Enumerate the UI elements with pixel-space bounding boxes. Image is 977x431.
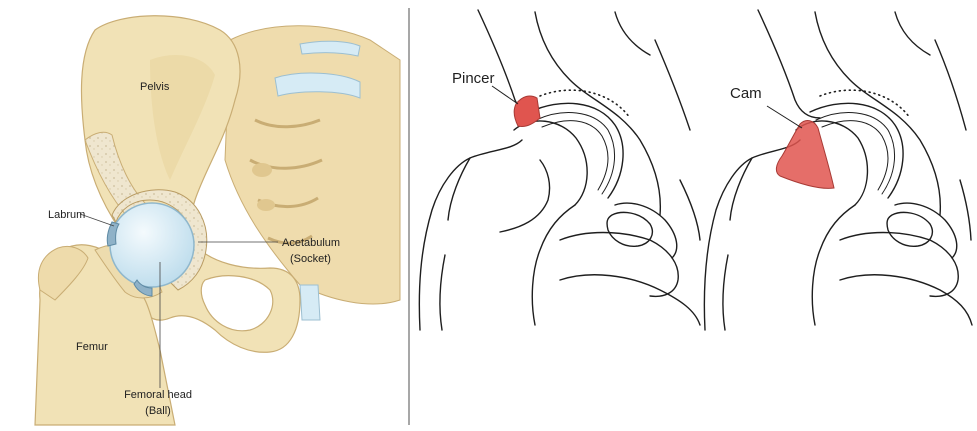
cam-leader — [767, 106, 802, 128]
labrum-label: Labrum — [48, 209, 85, 221]
sacral-foramen — [252, 163, 272, 177]
femoral-head — [110, 203, 194, 287]
cam-obturator — [887, 212, 932, 246]
pincer-acetabulum-roof — [542, 121, 608, 190]
cam-femur-outline — [723, 255, 728, 330]
pincer-obturator — [607, 212, 652, 246]
cam-pubis-outline — [960, 180, 971, 240]
pincer-femur-outline — [440, 255, 445, 330]
cam-pelvis-outline — [758, 10, 820, 118]
pincer-femur-outline — [500, 160, 550, 232]
femur-label: Femur — [76, 341, 108, 353]
cam-ischium-outline — [895, 203, 957, 258]
pincer-pelvis-outline — [615, 12, 650, 55]
pincer-pelvis-outline — [535, 12, 660, 215]
cam-pelvis-outline — [815, 12, 940, 215]
sacral-foramen — [257, 199, 275, 211]
pincer-femur-outline — [448, 158, 470, 220]
pincer-femur-outline — [532, 205, 575, 325]
cam-pelvis-outline — [935, 40, 966, 130]
socket-label: (Socket) — [290, 253, 331, 265]
anatomy-illustration: Pelvis Labrum Acetabulum (Socket) Femur … — [8, 8, 404, 425]
ball-label: (Ball) — [145, 405, 171, 417]
cam-femur-outline — [730, 158, 752, 220]
cam-illustration — [704, 10, 972, 330]
pincer-lesion — [514, 96, 540, 127]
pincer-leader — [492, 86, 518, 104]
pubic-symphysis — [300, 285, 320, 320]
pincer-pelvis-outline — [655, 40, 690, 130]
pincer-acetabulum-roof — [530, 103, 623, 198]
cam-lesion — [776, 121, 834, 189]
pincer-femoral-head — [514, 121, 587, 205]
cam-ischium-outline — [840, 275, 972, 325]
cam-label: Cam — [730, 85, 762, 102]
pincer-pubis-outline — [680, 180, 700, 240]
femoral-head-label: Femoral head — [124, 389, 192, 401]
pincer-femur-outline — [419, 140, 522, 330]
pincer-label: Pincer — [452, 70, 495, 87]
pincer-ischium-outline — [615, 203, 677, 258]
pincer-ischium-outline — [560, 275, 700, 325]
acetabulum-label: Acetabulum — [282, 237, 340, 249]
pincer-illustration — [419, 10, 700, 330]
cam-pelvis-outline — [895, 12, 930, 55]
pelvis-label: Pelvis — [140, 81, 170, 93]
cam-femur-outline — [812, 205, 855, 325]
